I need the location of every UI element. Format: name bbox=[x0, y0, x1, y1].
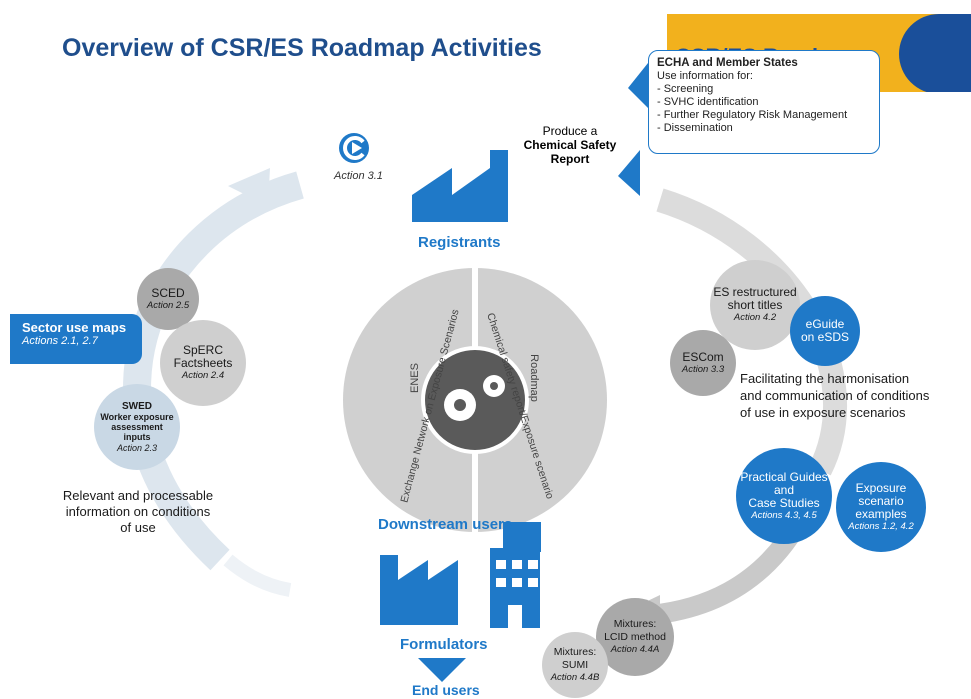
es-titles-circle: ES restructured short titles Action 4.2 bbox=[710, 260, 800, 350]
right-caption: Facilitating the harmonisation and commu… bbox=[740, 370, 970, 421]
produce-line2: Chemical Safety bbox=[523, 138, 617, 152]
lcid-line1: Mixtures: bbox=[613, 618, 657, 630]
downstream-label: Downstream users bbox=[378, 516, 513, 533]
practical-line3: Case Studies bbox=[748, 495, 820, 510]
echa-item: - Screening bbox=[657, 83, 714, 95]
practical-guides-circle: Practical Guides and Case Studies Action… bbox=[736, 448, 832, 544]
lcid-circle: Mixtures: LCID method Action 4.4A bbox=[596, 598, 674, 676]
sperc-title2: Factsheets bbox=[173, 356, 233, 370]
left-caption: Relevant and processable information on … bbox=[38, 488, 238, 536]
lcid-action: Action 4.4A bbox=[610, 644, 660, 655]
echa-subheading: Use information for: bbox=[657, 70, 753, 82]
registrants-label: Registrants bbox=[418, 234, 501, 251]
exposure-examples-circle: Exposure scenario examples Actions 1.2, … bbox=[836, 462, 926, 552]
formulators-label: Formulators bbox=[400, 636, 488, 653]
right-caption-line: and communication of conditions bbox=[740, 388, 930, 403]
swed-title: SWED bbox=[122, 400, 152, 412]
right-caption-line: Facilitating the harmonisation bbox=[740, 371, 910, 386]
left-caption-line: of use bbox=[120, 520, 156, 535]
left-caption-line: information on conditions bbox=[65, 504, 211, 519]
produce-csr-label: Produce a Chemical Safety Report bbox=[520, 124, 620, 166]
right-caption-line: of use in exposure scenarios bbox=[740, 405, 906, 420]
roadmap-label: Roadmap bbox=[527, 354, 540, 402]
banner-shape bbox=[899, 14, 971, 92]
swed-circle: SWED Worker exposure assessment inputs A… bbox=[94, 384, 180, 470]
lcid-line2: LCID method bbox=[604, 631, 666, 643]
es-titles-action: Action 4.2 bbox=[733, 312, 777, 323]
swed-line2: Worker exposure bbox=[100, 411, 174, 422]
sector-action: Actions 2.1, 2.7 bbox=[22, 335, 98, 347]
eguide-line1: eGuide bbox=[805, 317, 845, 331]
swed-line3: assessment bbox=[111, 421, 163, 432]
escom-circle: ESCom Action 3.3 bbox=[670, 330, 736, 396]
exposure-action: Actions 1.2, 4.2 bbox=[848, 520, 914, 532]
logo-action: Action 3.1 bbox=[334, 170, 383, 182]
sced-title: SCED bbox=[151, 285, 185, 300]
sumi-action: Action 4.4B bbox=[550, 672, 600, 683]
swed-line4: inputs bbox=[123, 431, 151, 442]
sperc-action: Action 2.4 bbox=[181, 370, 225, 381]
page-title: Overview of CSR/ES Roadmap Activities bbox=[62, 34, 542, 62]
sperc-title1: SpERC bbox=[182, 343, 223, 357]
echa-item: - SVHC identification bbox=[657, 96, 759, 108]
produce-line3: Report bbox=[550, 152, 590, 166]
end-users-label: End users bbox=[412, 682, 480, 698]
sumi-line1: Mixtures: bbox=[553, 646, 597, 658]
sector-title: Sector use maps bbox=[22, 320, 127, 335]
exposure-line2: scenario bbox=[858, 493, 904, 508]
left-caption-line: Relevant and processable bbox=[62, 488, 214, 503]
produce-line1: Produce a bbox=[542, 124, 598, 138]
practical-action: Actions 4.3, 4.5 bbox=[751, 509, 817, 521]
sumi-circle: Mixtures: SUMI Action 4.4B bbox=[542, 632, 608, 698]
es-titles-line1: ES restructured bbox=[713, 285, 797, 299]
practical-line1: Practical Guides bbox=[740, 469, 828, 484]
escom-action: Action 3.3 bbox=[681, 363, 725, 375]
sperc-circle: SpERC Factsheets Action 2.4 bbox=[160, 320, 246, 406]
es-titles-line2: short titles bbox=[727, 298, 783, 312]
escom-title: ESCom bbox=[682, 349, 724, 364]
eguide-circle: eGuide on eSDS bbox=[790, 296, 860, 366]
exposure-line1: Exposure bbox=[855, 480, 907, 495]
sector-use-maps: Sector use maps Actions 2.1, 2.7 bbox=[10, 314, 142, 364]
echa-heading: ECHA and Member States bbox=[657, 57, 798, 69]
sced-circle: SCED Action 2.5 bbox=[137, 268, 199, 330]
exposure-line3: examples bbox=[855, 506, 907, 521]
practical-line2: and bbox=[773, 482, 795, 497]
sumi-line2: SUMI bbox=[561, 659, 589, 671]
eguide-line2: on eSDS bbox=[800, 330, 850, 344]
swed-action: Action 2.3 bbox=[116, 442, 158, 453]
sced-action: Action 2.5 bbox=[146, 299, 190, 311]
enes-label: ENES bbox=[408, 363, 421, 393]
echa-item: - Dissemination bbox=[657, 122, 733, 134]
echa-item: - Further Regulatory Risk Management bbox=[657, 109, 848, 121]
echa-member-states-box: ECHA and Member States Use information f… bbox=[648, 50, 880, 154]
